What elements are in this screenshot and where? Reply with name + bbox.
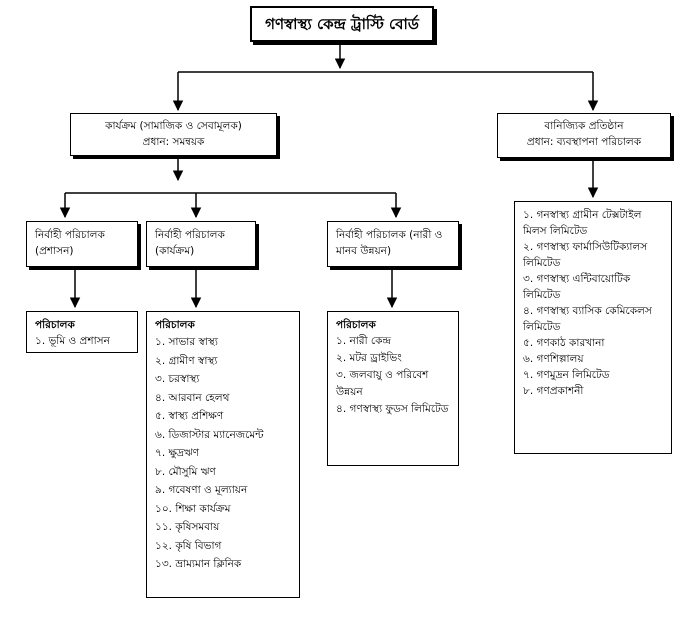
program-head: প্রধান: সমন্বয়ক (142, 136, 205, 148)
list-item: ২. গ্রামীণ স্বাস্থ্য (155, 354, 218, 367)
commercial-list: ১. গনস্বাস্থ্য গ্রামীন টেক্সটাইল মিলস লি… (523, 207, 663, 399)
women-list-box: পরিচালক ১. নারী কেন্দ্র ২. মটর ড্রাইভিং … (327, 311, 459, 466)
list-item: ৮. মৌসুমি ঋণ (155, 465, 216, 478)
list-item: ৪. আরবান হেলথ (155, 391, 230, 404)
admin-director-box: নির্বাহী পরিচালক (প্রশাসন) (26, 221, 138, 267)
list-item: ৫. গণকাঠ কারখানা (523, 337, 605, 349)
commercial-box: বানিজ্যিক প্রতিষ্ঠান প্রধান: ব্যবস্থাপনা… (497, 113, 671, 158)
list-item: ১২. কৃষি বিভাগ (155, 539, 222, 552)
list-item: ১৩. ভ্রাম্যমান ক্লিনিক (155, 558, 242, 570)
list-item: ৪. গণস্বাস্থ্য ব্যাসিক কেমিকেলস লিমিটেড (523, 305, 652, 333)
women-list: ১. নারী কেন্দ্র ২. মটর ড্রাইভিং ৩. জলবায… (336, 333, 450, 418)
list-item: ৭. ক্ষুদ্রঋণ (155, 447, 200, 459)
list-item: ৬. ডিজাস্টার ম্যানেজমেন্ট (155, 428, 264, 441)
list-item: ১. গনস্বাস্থ্য গ্রামীন টেক্সটাইল মিলস লি… (523, 209, 642, 237)
women-list-heading: পরিচালক (336, 319, 376, 331)
admin-list-heading: পরিচালক (35, 319, 75, 331)
list-item: ৪. গণস্বাস্থ্য ফুডস লিমিটেড (336, 403, 449, 415)
commercial-label: বানিজ্যিক প্রতিষ্ঠান (544, 120, 624, 132)
list-item: ৩. গণস্বাস্থ্য এন্টিবায়োটিক লিমিটেড (523, 273, 631, 301)
commercial-head: প্রধান: ব্যবস্থাপনা পরিচালক (526, 136, 642, 148)
women-director-box: নির্বাহী পরিচালক (নারী ও মানব উন্নয়ন) (327, 221, 459, 267)
commercial-list-box: ১. গনস্বাস্থ্য গ্রামীন টেক্সটাইল মিলস লি… (514, 201, 672, 454)
list-item: ১০. শিক্ষা কার্যক্রম (155, 502, 231, 515)
list-item: ৩. জলবায়ু ও পরিবেশ উন্নয়ন (336, 369, 429, 398)
programs-director-label: নির্বাহী পরিচালক (কার্যক্রম) (155, 229, 225, 257)
trustee-board-title: গণস্বাস্থ্য কেন্দ্র ট্রাস্টি বোর্ড (265, 15, 419, 33)
trustee-board-box: গণস্বাস্থ্য কেন্দ্র ট্রাস্টি বোর্ড (250, 6, 434, 42)
programs-list-box: পরিচালক ১. সাভার স্বাস্থ্য ২. গ্রামীণ স্… (146, 311, 300, 598)
admin-list-box: পরিচালক ১. ভূমি ও প্রশাসন (26, 311, 138, 353)
list-item: ১. ভূমি ও প্রশাসন (35, 335, 110, 347)
program-label: কার্যক্রম (সামাজিক ও সেবামূলক) (105, 120, 242, 132)
list-item: ৮. গণপ্রকাশনী (523, 385, 584, 397)
programs-list: ১. সাভার স্বাস্থ্য ২. গ্রামীণ স্বাস্থ্য … (155, 333, 291, 574)
list-item: ৭. গণমুদ্রন লিমিটেড (523, 369, 610, 381)
list-item: ৫. স্বাস্থ্য প্রশিক্ষণ (155, 410, 224, 422)
admin-director-label: নির্বাহী পরিচালক (প্রশাসন) (35, 229, 105, 257)
programs-list-heading: পরিচালক (155, 319, 195, 331)
list-item: ১১. কৃষিসমবায় (155, 521, 220, 533)
program-box: কার্যক্রম (সামাজিক ও সেবামূলক) প্রধান: স… (70, 113, 277, 156)
list-item: ২. মটর ড্রাইভিং (336, 352, 402, 364)
list-item: ৬. গণশিল্পালয় (523, 353, 584, 365)
list-item: ৩. চরস্বাস্থ্য (155, 373, 200, 385)
list-item: ২. গণস্বাস্থ্য ফার্মাসিউটিক্যালস লিমিটেড (523, 241, 648, 269)
list-item: ৯. গবেষণা ও মূল্যায়ন (155, 484, 248, 496)
programs-director-box: নির্বাহী পরিচালক (কার্যক্রম) (146, 221, 256, 267)
women-director-label: নির্বাহী পরিচালক (নারী ও মানব উন্নয়ন) (336, 229, 443, 257)
list-item: ১. নারী কেন্দ্র (336, 335, 392, 347)
admin-list: ১. ভূমি ও প্রশাসন (35, 333, 129, 349)
list-item: ১. সাভার স্বাস্থ্য (155, 336, 218, 348)
